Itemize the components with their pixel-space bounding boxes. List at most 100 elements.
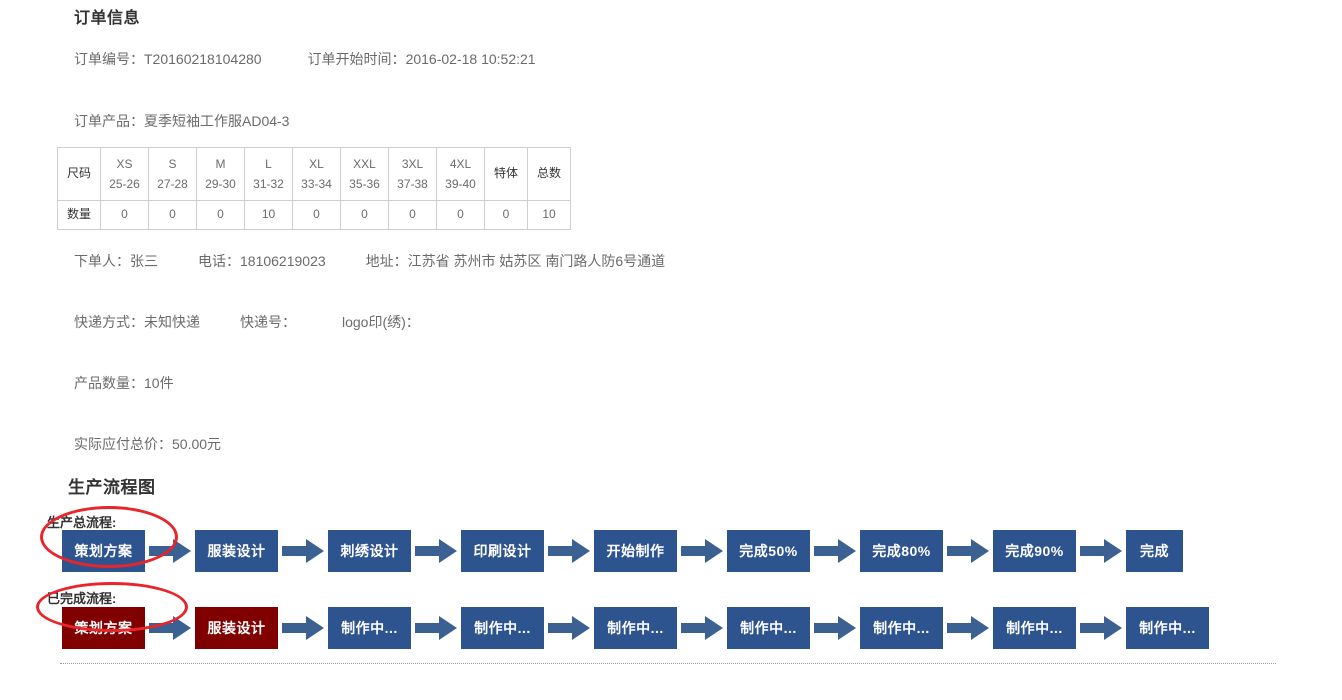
size-range: 31-32 — [253, 177, 284, 191]
quantity-xl: 0 — [292, 200, 341, 230]
total-price-label: 实际应付总价： — [74, 436, 172, 452]
total-flow-row: 策划方案 服装设计 刺绣设计 印刷设计 开始制作 完成50% 完成80% 完成9… — [62, 530, 1183, 572]
size-quantity-table: 尺码 XS 25-26 S 27-28 M 29-30 L 31-32 — [57, 147, 571, 230]
size-cell-total: 总数 — [527, 147, 571, 201]
arrow-right-icon — [145, 607, 195, 649]
flow-step-box-completed[interactable]: 服装设计 — [195, 607, 278, 649]
flow-step-box[interactable]: 服装设计 — [195, 530, 278, 572]
order-info-title: 订单信息 — [74, 10, 141, 27]
arrow-right-icon — [943, 607, 993, 649]
arrow-right-icon — [677, 530, 727, 572]
quantity-special: 0 — [484, 200, 528, 230]
flow-step-box[interactable]: 制作中... — [1126, 607, 1209, 649]
total-flow-label: 生产总流程: — [47, 515, 117, 530]
quantity-m: 0 — [196, 200, 245, 230]
order-product-value: 夏季短袖工作服AD04-3 — [144, 113, 290, 129]
flow-step-box[interactable]: 完成90% — [993, 530, 1076, 572]
size-header-row: 尺码 XS 25-26 S 27-28 M 29-30 L 31-32 — [57, 147, 571, 201]
order-start-time-label: 订单开始时间： — [307, 51, 406, 67]
section-divider — [60, 663, 1276, 664]
quantity-row-label: 数量 — [57, 200, 101, 230]
customer-contact-row: 下单人：张三 电话：18106219023 地址：江苏省 苏州市 姑苏区 南门路人防… — [74, 251, 665, 271]
size-cell-l: L 31-32 — [244, 147, 293, 201]
address-label: 地址： — [365, 253, 408, 269]
size-cell-xs: XS 25-26 — [100, 147, 149, 201]
size-cell-s: S 27-28 — [148, 147, 197, 201]
arrow-right-icon — [1076, 607, 1126, 649]
size-name: S — [168, 157, 177, 171]
size-name: XS — [116, 157, 133, 171]
flow-step-box[interactable]: 印刷设计 — [461, 530, 544, 572]
size-name: 4XL — [449, 157, 472, 171]
product-quantity-value: 10件 — [144, 375, 174, 391]
flow-step-box[interactable]: 制作中... — [860, 607, 943, 649]
size-cell-3xl: 3XL 37-38 — [388, 147, 437, 201]
quantity-row: 数量 0 0 0 10 0 0 0 0 0 10 — [57, 200, 571, 230]
flow-step-box[interactable]: 制作中... — [993, 607, 1076, 649]
total-price-row: 实际应付总价：50.00元 — [74, 434, 221, 454]
size-range: 29-30 — [205, 177, 236, 191]
order-number-row: 订单编号：T20160218104280 订单开始时间：2016-02-18 10… — [74, 49, 536, 69]
size-name: 3XL — [401, 157, 424, 171]
arrow-right-icon — [810, 530, 860, 572]
address-value: 江苏省 苏州市 姑苏区 南门路人防6号通道 — [407, 253, 666, 269]
quantity-s: 0 — [148, 200, 197, 230]
quantity-l: 10 — [244, 200, 293, 230]
arrow-right-icon — [943, 530, 993, 572]
arrow-right-icon — [1076, 530, 1126, 572]
orderer-value: 张三 — [130, 253, 158, 269]
total-price-value: 50.00元 — [172, 436, 222, 452]
size-range: 27-28 — [157, 177, 188, 191]
quantity-total: 10 — [527, 200, 571, 230]
order-start-time-value: 2016-02-18 10:52:21 — [405, 51, 536, 67]
order-number-label: 订单编号： — [74, 51, 144, 67]
arrow-right-icon — [145, 530, 195, 572]
flow-step-box[interactable]: 完成80% — [860, 530, 943, 572]
size-name: XXL — [353, 157, 376, 171]
production-flow-title: 生产流程图 — [68, 478, 156, 497]
size-row-label: 尺码 — [57, 147, 101, 201]
quantity-xs: 0 — [100, 200, 149, 230]
arrow-right-icon — [411, 607, 461, 649]
quantity-3xl: 0 — [388, 200, 437, 230]
size-name: M — [215, 157, 226, 171]
size-range: 35-36 — [349, 177, 380, 191]
quantity-4xl: 0 — [436, 200, 485, 230]
flow-step-box[interactable]: 制作中... — [594, 607, 677, 649]
size-cell-xl: XL 33-34 — [292, 147, 341, 201]
size-name: XL — [309, 157, 324, 171]
flow-step-box[interactable]: 制作中... — [328, 607, 411, 649]
order-product-label: 订单产品： — [74, 113, 144, 129]
flow-step-box[interactable]: 开始制作 — [594, 530, 677, 572]
size-cell-xxl: XXL 35-36 — [340, 147, 389, 201]
arrow-right-icon — [278, 530, 328, 572]
phone-label: 电话： — [198, 253, 240, 269]
size-name: L — [265, 157, 272, 171]
flow-step-box-completed[interactable]: 策划方案 — [62, 607, 145, 649]
flow-step-box[interactable]: 制作中... — [727, 607, 810, 649]
flow-step-box[interactable]: 刺绣设计 — [328, 530, 411, 572]
express-number-label: 快递号： — [240, 314, 296, 330]
arrow-right-icon — [544, 530, 594, 572]
flow-step-box[interactable]: 制作中... — [461, 607, 544, 649]
product-quantity-row: 产品数量：10件 — [74, 373, 174, 393]
flow-step-box[interactable]: 完成50% — [727, 530, 810, 572]
logo-print-label: logo印(绣)： — [342, 314, 420, 330]
size-cell-m: M 29-30 — [196, 147, 245, 201]
flow-step-box[interactable]: 策划方案 — [62, 530, 145, 572]
arrow-right-icon — [810, 607, 860, 649]
orderer-label: 下单人： — [74, 253, 130, 269]
size-range: 37-38 — [397, 177, 428, 191]
order-number-value: T20160218104280 — [144, 51, 262, 67]
arrow-right-icon — [677, 607, 727, 649]
arrow-right-icon — [544, 607, 594, 649]
size-range: 39-40 — [445, 177, 476, 191]
size-cell-special: 特体 — [484, 147, 528, 201]
size-range: 33-34 — [301, 177, 332, 191]
shipping-row: 快递方式：未知快递快递号：logo印(绣)： — [74, 312, 420, 332]
completed-flow-row: 策划方案 服装设计 制作中... 制作中... 制作中... 制作中... 制作… — [62, 607, 1209, 649]
product-quantity-label: 产品数量： — [74, 375, 144, 391]
phone-value: 18106219023 — [240, 253, 326, 269]
flow-step-box[interactable]: 完成 — [1126, 530, 1183, 572]
